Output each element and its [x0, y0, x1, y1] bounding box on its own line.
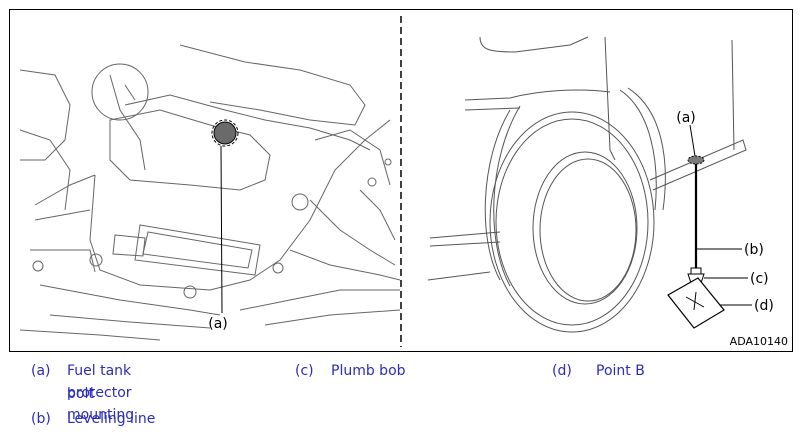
- figure-code: ADA10140: [729, 335, 788, 348]
- legend: (a) Fuel tank protector mounting bolt (b…: [0, 360, 802, 437]
- legend-text: Plumb bob: [331, 363, 406, 379]
- legend-text-cont: bolt: [67, 386, 94, 402]
- legend-key: (d): [552, 363, 572, 379]
- legend-key: (a): [31, 363, 51, 379]
- diagram-drawing: (a): [19, 16, 774, 347]
- legend-text: Point B: [596, 363, 645, 379]
- legend-key: (c): [295, 363, 314, 379]
- legend-key: (b): [31, 411, 51, 427]
- point-b-marker: [667, 277, 725, 329]
- fuel-tank-bolt-left: [211, 119, 239, 314]
- fuel-tank-bolt-right: [687, 124, 705, 165]
- callout-right-b: (b): [744, 242, 764, 258]
- diagram-figure: (a): [9, 9, 793, 352]
- legend-text: Leveling line: [67, 411, 156, 427]
- callout-right-a: (a): [676, 110, 696, 126]
- legend-text: Fuel tank protector mounting: [67, 363, 135, 423]
- callout-right-d: (d): [754, 298, 774, 314]
- callout-left-a: (a): [208, 316, 228, 332]
- wheel-sketch: [427, 36, 747, 333]
- callout-right-c: (c): [750, 271, 769, 287]
- underbody-sketch: [19, 44, 401, 341]
